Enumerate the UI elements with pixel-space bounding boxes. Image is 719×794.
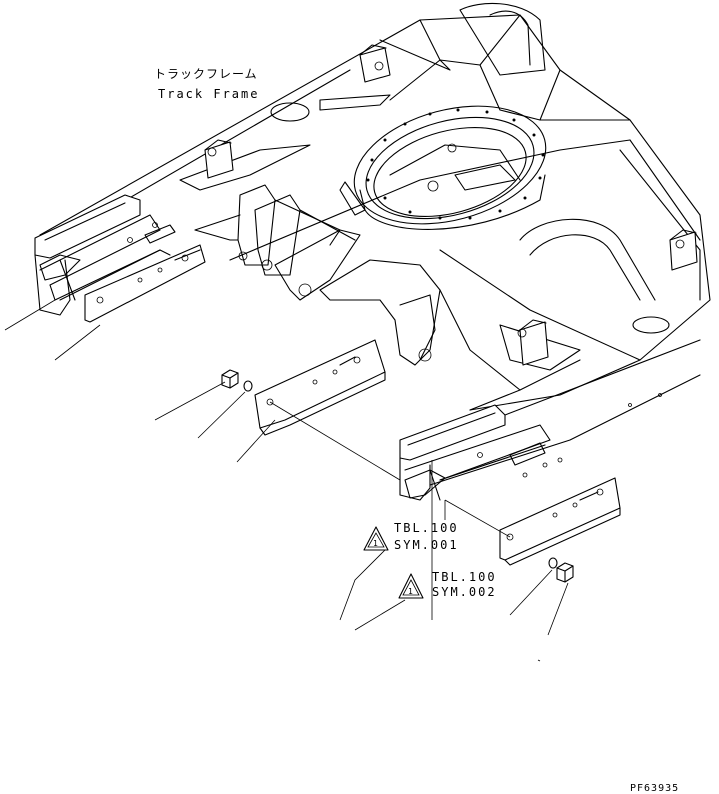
- callout-triangle-2-text: 1: [408, 587, 413, 596]
- rear-nut: [221, 369, 239, 389]
- track-frame-body: [39, 14, 711, 411]
- rear-arch: [379, 2, 546, 76]
- deck-hole-rear: [270, 102, 310, 122]
- front-nut: [556, 562, 574, 583]
- guard-bracket-3: [669, 229, 698, 271]
- guard-bracket-2: [204, 139, 234, 179]
- deck-gusset-1: [319, 94, 391, 111]
- leader-lines: [4, 299, 569, 662]
- swing-circle: [353, 105, 547, 230]
- deck-gusset-2: [179, 144, 311, 191]
- assembly-centerlines: [269, 401, 511, 620]
- sym-label-1: SYM.001: [394, 538, 459, 552]
- tbl-label-1: TBL.100: [394, 521, 459, 535]
- callout-triangle-2: 1: [398, 573, 424, 599]
- sym-label-2: SYM.002: [432, 585, 497, 599]
- front-frame-end: [399, 339, 701, 501]
- right-arch: [519, 218, 656, 301]
- callout-triangle-1: 1: [363, 526, 389, 551]
- drawing-number: PF63935: [630, 783, 680, 794]
- guard-bracket-4: [517, 319, 549, 366]
- tbl-label-2: TBL.100: [432, 570, 497, 584]
- guard-bracket-1: [359, 44, 391, 83]
- track-frame-en-label: Track Frame: [158, 87, 260, 101]
- rear-washer: [243, 380, 253, 392]
- deck-gusset-4: [499, 324, 581, 371]
- deck-hole-front: [632, 316, 670, 334]
- yoke-arms-center: [274, 229, 441, 366]
- deck-gusset-3: [339, 181, 366, 216]
- front-side-plate: [499, 477, 621, 566]
- rear-installed-plate: [84, 244, 206, 323]
- front-washer: [548, 557, 558, 569]
- rear-frame-end: [34, 194, 176, 316]
- yoke-arms-rear: [194, 184, 356, 276]
- callout-triangle-1-text: 1: [373, 539, 378, 548]
- track-frame-jp-label: トラックフレーム: [154, 67, 258, 81]
